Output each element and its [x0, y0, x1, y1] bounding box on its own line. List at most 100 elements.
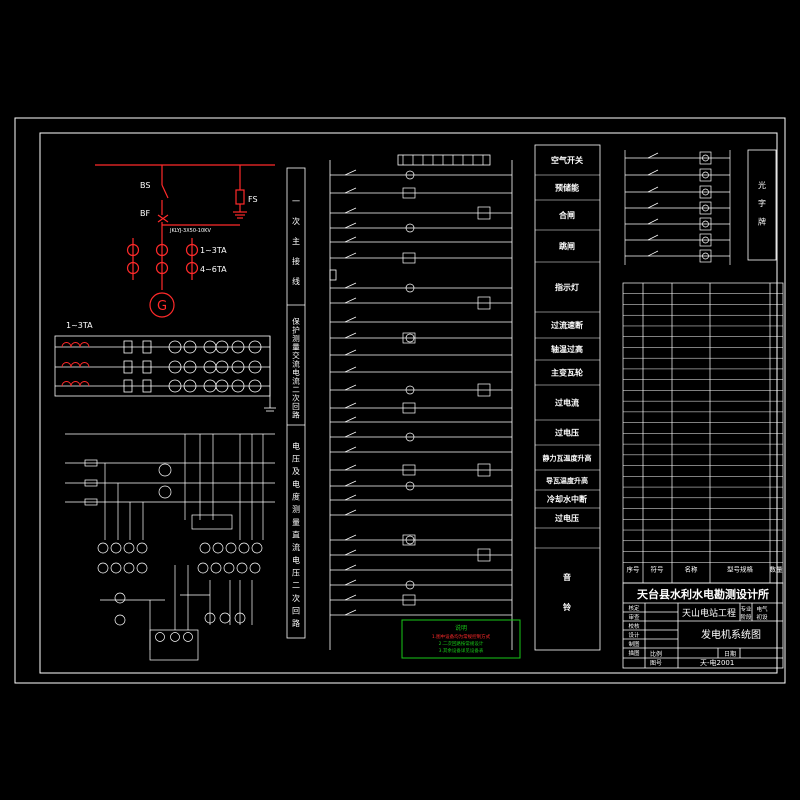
vertical-title-boxes — [286, 167, 306, 639]
light-panel-label: 光字牌 — [758, 180, 766, 227]
contact — [344, 332, 357, 339]
ct-coil — [61, 381, 72, 387]
note-line-2: 2.二次回路按常规设计 — [439, 640, 484, 647]
ct-coil — [61, 342, 72, 348]
contact — [344, 282, 357, 289]
function-label: 跳闸 — [559, 241, 575, 251]
vertical-title-char: 光 — [758, 180, 766, 190]
terminal-circle — [136, 562, 148, 574]
contact — [344, 349, 357, 356]
contact — [344, 222, 357, 229]
relay-box — [123, 360, 133, 374]
vertical-title-char: 流 — [292, 375, 300, 385]
ladder-rungs — [330, 155, 512, 616]
contact — [344, 416, 357, 423]
ta2-label: 4~6TA — [200, 265, 227, 274]
lamp-circle — [405, 432, 415, 442]
function-label: 空气开关 — [551, 155, 583, 165]
contact — [647, 202, 659, 209]
function-label: 主变瓦轮 — [551, 368, 583, 378]
signal-rungs — [625, 151, 730, 263]
ct-coil — [70, 381, 81, 387]
ct-coil — [70, 362, 81, 368]
contact — [647, 186, 659, 193]
note-line-1: 1.图中设备均为常规控制方式 — [432, 633, 491, 640]
meter-circle — [248, 340, 262, 354]
function-labels: 空气开关预储能合闸跳闸指示灯过流速断轴温过高主变瓦轮过电流过电压静力瓦温度升高导… — [543, 155, 592, 612]
meter-circle — [219, 612, 231, 624]
vertical-title-char: 回 — [292, 402, 300, 411]
ct-coil — [79, 362, 90, 368]
vertical-title-char: 一 — [292, 197, 300, 206]
ct-coil — [79, 381, 90, 387]
contact — [344, 494, 357, 501]
meter-circle — [204, 612, 216, 624]
sign-label: 核定 — [628, 604, 640, 612]
generator-g-letter: G — [157, 299, 167, 314]
drawing-title: 发电机系统图 — [701, 628, 761, 641]
relay-coil — [477, 296, 491, 310]
meter-circle — [183, 379, 197, 393]
relay-box — [123, 379, 133, 393]
signal-lamp-dot — [702, 204, 709, 212]
vertical-title-char: 及 — [292, 467, 300, 476]
terminal-circle — [223, 562, 235, 574]
ta-left-label: 1~3TA — [66, 321, 93, 330]
vertical-title-char: 二 — [292, 385, 300, 394]
contact — [344, 236, 357, 243]
note-line-3: 3.其余设备详见设备表 — [439, 647, 484, 654]
ct-meter-circuit — [54, 335, 276, 412]
cable-label: JKLYJ-3X50-10KV — [169, 228, 211, 234]
terminal-circle — [225, 542, 237, 554]
relay-coil — [402, 594, 416, 606]
vertical-title-char: 电 — [292, 555, 300, 565]
terminal-circle — [110, 562, 122, 574]
contact — [344, 384, 357, 391]
title-block — [622, 582, 784, 669]
institute-name: 天台县水利水电勘测设计所 — [637, 587, 769, 601]
terminal-circle — [212, 542, 224, 554]
meter-circle — [114, 614, 126, 626]
signal-lamp-dot — [702, 252, 709, 260]
ct-coil — [79, 342, 90, 348]
contact — [344, 431, 357, 438]
vertical-title-char: 路 — [292, 409, 300, 419]
drawing-no-label: 图号 — [650, 660, 662, 667]
fs-label: FS — [248, 195, 258, 204]
sign-label: 制图 — [628, 640, 640, 648]
relay-box — [123, 340, 133, 354]
meter-circle — [155, 632, 165, 642]
relay-coil — [402, 402, 416, 414]
sign-label: 校核 — [628, 622, 640, 630]
scale-label: 比例 — [650, 650, 662, 658]
relay-box — [142, 360, 152, 374]
light-panel-box — [747, 149, 777, 261]
meter-circle — [231, 360, 245, 374]
vertical-title-char: 二 — [292, 581, 300, 590]
generator-primary-circuit — [95, 164, 275, 318]
signal-lamp — [699, 249, 712, 263]
terminal-circle — [97, 562, 109, 574]
vertical-title-char: 次 — [292, 216, 300, 226]
signal-lamp — [699, 185, 712, 199]
vertical-title-char: 量 — [292, 342, 300, 351]
project-name: 天山电站工程 — [682, 607, 736, 619]
signal-lamp — [699, 201, 712, 215]
contact — [344, 594, 357, 601]
meter-circle — [231, 379, 245, 393]
inner-frame — [39, 132, 778, 674]
function-label: 合闸 — [558, 210, 575, 220]
terminal-circle — [110, 542, 122, 554]
vertical-title-char: 电 — [292, 479, 300, 489]
terminal-circle — [123, 542, 135, 554]
relay-coil — [402, 332, 416, 344]
lamp-circle — [405, 481, 415, 491]
function-label: 过流速断 — [551, 320, 583, 330]
terminal-circle — [199, 542, 211, 554]
vertical-title-char: 电 — [292, 441, 300, 451]
vertical-title-char: 路 — [292, 618, 300, 628]
meter-circle — [231, 340, 245, 354]
vertical-title-char: 主 — [292, 236, 300, 246]
contact — [647, 234, 659, 241]
meter-circle — [248, 379, 262, 393]
